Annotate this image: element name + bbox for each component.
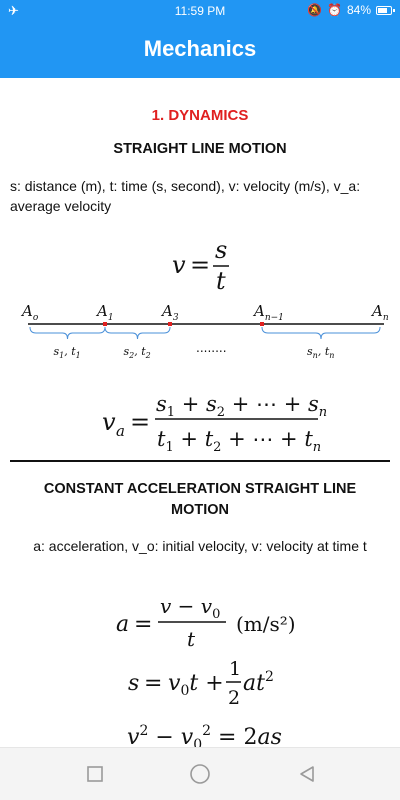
home-circle-icon[interactable] xyxy=(189,763,211,785)
content-scroll[interactable]: 1. DYNAMICS STRAIGHT LINE MOTION s: dist… xyxy=(0,78,400,747)
airplane-mode-icon: ✈ xyxy=(8,3,19,18)
point-marker xyxy=(103,322,107,326)
svg-text:v: v xyxy=(172,251,186,279)
formula-velocity-squared: v2 − v02 = 2as xyxy=(0,714,400,747)
point-label-2: A3 xyxy=(160,302,179,323)
svg-text:=: = xyxy=(144,671,162,696)
point-label-1: A1 xyxy=(95,302,114,323)
svg-text:v0t +: v0t + xyxy=(168,671,224,699)
svg-text:v − v0: v − v0 xyxy=(160,594,220,622)
description-acceleration-variables: a: acceleration, v_o: initial velocity, … xyxy=(33,538,367,554)
formula-velocity: v = s t xyxy=(0,236,400,296)
subtitle-straight-line-motion: STRAIGHT LINE MOTION xyxy=(113,141,287,157)
navigation-bar xyxy=(0,747,400,800)
ellipsis-dots: ........ xyxy=(196,341,227,355)
formula-average-velocity: v a = s1 + s2 + ⋯ + sn t1 + t2 + ⋯ + tn xyxy=(0,386,400,456)
recents-square-icon[interactable] xyxy=(85,764,105,784)
motion-diagram: Ao A1 A3 An−1 An s1, t1 s2, t2 sn, tn........ xyxy=(0,300,400,370)
svg-text:=: = xyxy=(130,408,150,436)
svg-text:t1 + t2 + ⋯ + tn: t1 + t2 + ⋯ + tn xyxy=(157,427,321,455)
segment-brace xyxy=(29,326,106,340)
status-icons: 🔕 ⏰ 84% xyxy=(307,3,395,17)
svg-text:=: = xyxy=(190,251,210,279)
segment-label-0: s1, t1 xyxy=(54,345,81,360)
status-time: 11:59 PM xyxy=(174,4,226,18)
back-triangle-icon[interactable] xyxy=(297,764,317,784)
point-label-3: An−1 xyxy=(252,302,284,323)
svg-text:at2: at2 xyxy=(243,669,274,696)
svg-text:s: s xyxy=(215,236,227,264)
svg-text:t: t xyxy=(187,627,196,651)
point-label-0: Ao xyxy=(20,302,39,323)
segment-label-2: sn, tn xyxy=(307,345,334,360)
formula-acceleration: a = v − v0 t (m/s²) xyxy=(0,594,400,654)
page-title: Mechanics xyxy=(143,36,257,61)
subtitle-constant-acceleration: CONSTANT ACCELERATION STRAIGHT LINE MOTI… xyxy=(43,481,357,518)
svg-text:2: 2 xyxy=(228,687,240,709)
segment-label-1: s2, t2 xyxy=(124,345,151,360)
formula-displacement: s = v0t + 1 2 at2 xyxy=(0,656,400,710)
battery-percent: 84% xyxy=(346,3,371,17)
description-variables: s: distance (m), t: time (s, second), v:… xyxy=(10,178,361,214)
muted-bell-icon: 🔕 xyxy=(307,3,323,17)
svg-text:a: a xyxy=(116,422,125,440)
alarm-icon: ⏰ xyxy=(327,3,342,17)
point-marker xyxy=(260,322,264,326)
segment-brace xyxy=(261,326,381,340)
section-title-dynamics: 1. DYNAMICS xyxy=(151,107,249,124)
status-bar: ✈ 11:59 PM 🔕 ⏰ 84% xyxy=(0,0,400,22)
segment-brace xyxy=(104,326,171,340)
svg-text:t: t xyxy=(216,267,226,295)
svg-text:v2 − v02 = 2as: v2 − v02 = 2as xyxy=(127,723,282,747)
point-label-4: An xyxy=(370,302,389,323)
svg-text:s1 + s2 + ⋯ + sn: s1 + s2 + ⋯ + sn xyxy=(156,392,327,420)
app-bar: Mechanics xyxy=(0,22,400,78)
svg-text:s: s xyxy=(128,671,139,696)
svg-text:a: a xyxy=(116,612,129,637)
battery-icon xyxy=(376,5,395,15)
svg-text:1: 1 xyxy=(229,658,241,680)
section-divider xyxy=(10,460,390,462)
point-marker xyxy=(168,322,172,326)
acceleration-unit: (m/s²) xyxy=(236,612,296,636)
svg-text:=: = xyxy=(134,612,152,637)
svg-text:v: v xyxy=(102,408,116,436)
